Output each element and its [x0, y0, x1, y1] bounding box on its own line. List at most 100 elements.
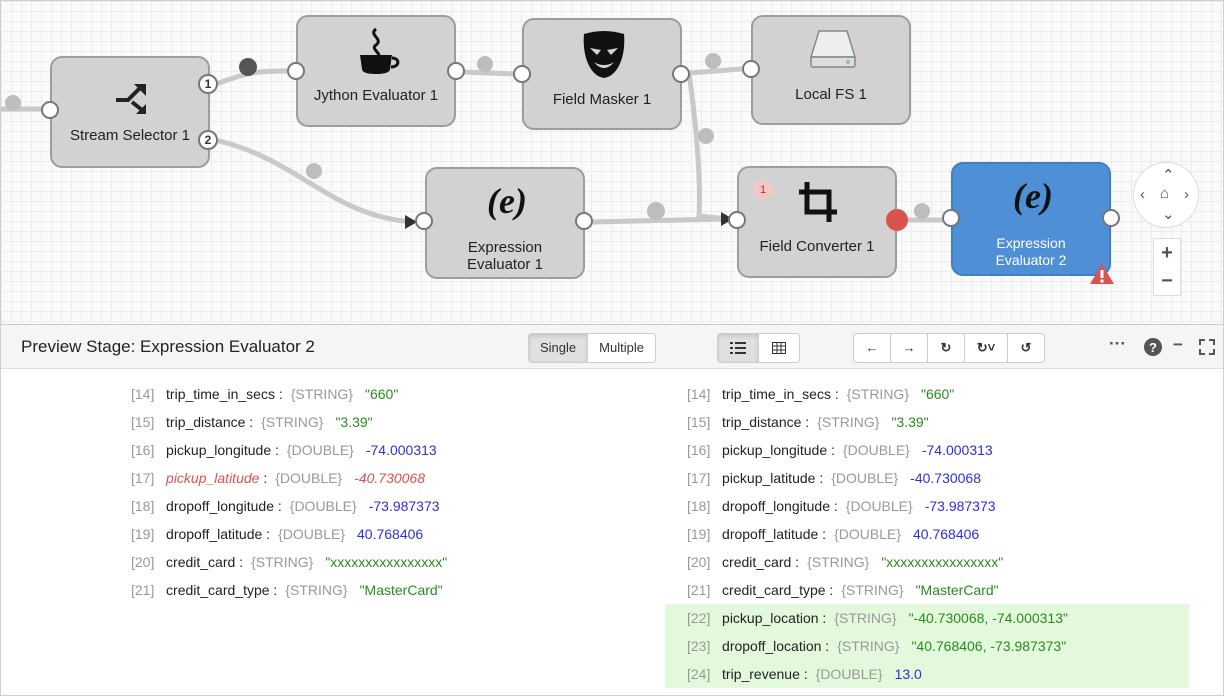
- field-index: [22]: [687, 610, 711, 626]
- table-view-button[interactable]: [759, 334, 799, 362]
- minimize-icon[interactable]: −: [1173, 335, 1183, 354]
- table-icon: [772, 342, 786, 354]
- record-mode-toggle: Single Multiple: [528, 333, 656, 363]
- stage-label-line2: Evaluator 2: [995, 252, 1067, 268]
- field-index: [17]: [131, 470, 155, 486]
- stage-jython-evaluator[interactable]: Jython Evaluator 1: [296, 15, 456, 127]
- input-port[interactable]: [513, 65, 531, 83]
- preview-content: [14] trip_time_in_secs :{STRING}"660" [1…: [1, 369, 1223, 695]
- crop-icon: [799, 182, 837, 222]
- list-view-button[interactable]: [718, 334, 759, 362]
- stage-expression-evaluator-2[interactable]: (e) Expression Evaluator 2: [951, 162, 1111, 276]
- output-port-2[interactable]: 2: [198, 130, 218, 150]
- previous-stage-button[interactable]: ←: [854, 334, 891, 362]
- field-name: credit_card_type :: [166, 582, 278, 598]
- field-value: "xxxxxxxxxxxxxxxx": [325, 554, 448, 570]
- arrow-left-icon: ←: [865, 340, 879, 355]
- field-name: credit_card :: [166, 554, 244, 570]
- output-port[interactable]: [575, 212, 593, 230]
- help-icon[interactable]: ?: [1144, 338, 1162, 356]
- error-output-port[interactable]: [886, 209, 908, 231]
- refresh-options-button[interactable]: ↻˅: [965, 334, 1008, 362]
- field-row: [15] trip_distance :{STRING}"3.39": [131, 408, 373, 436]
- field-value: -74.000313: [365, 442, 437, 458]
- navigation-buttons: ← → ↻ ↻˅ ↺: [853, 333, 1045, 363]
- field-row: [20] credit_card :{STRING}"xxxxxxxxxxxxx…: [687, 548, 1003, 576]
- error-count-badge[interactable]: 1: [753, 180, 773, 200]
- arrow-head-icon: [405, 215, 417, 229]
- pan-down-icon[interactable]: ⌄: [1162, 206, 1175, 223]
- field-name: dropoff_location :: [722, 638, 830, 654]
- field-name: dropoff_latitude :: [722, 526, 827, 542]
- output-port[interactable]: [447, 62, 465, 80]
- input-port[interactable]: [942, 209, 960, 227]
- field-row: [20] credit_card :{STRING}"xxxxxxxxxxxxx…: [131, 548, 447, 576]
- pipeline-links: [1, 53, 946, 229]
- field-type: {DOUBLE}: [834, 526, 902, 542]
- mask-icon: [583, 31, 625, 78]
- pan-up-icon[interactable]: ⌃: [1162, 167, 1175, 184]
- field-row: [21] credit_card_type :{STRING}"MasterCa…: [131, 576, 443, 604]
- output-port[interactable]: [672, 65, 690, 83]
- field-type: {DOUBLE}: [842, 442, 910, 458]
- field-name: trip_time_in_secs :: [722, 386, 839, 402]
- field-value: -40.730068: [354, 470, 425, 486]
- refresh-button[interactable]: ↻: [928, 334, 965, 362]
- field-type: {DOUBLE}: [289, 498, 357, 514]
- field-row: [15] trip_distance :{STRING}"3.39": [687, 408, 929, 436]
- field-value: -74.000313: [921, 442, 993, 458]
- multiple-mode-button[interactable]: Multiple: [599, 340, 644, 355]
- field-row-changed: [17] pickup_latitude :{DOUBLE}-40.730068: [131, 464, 425, 492]
- data-rate-gauge-icon: [914, 203, 930, 219]
- stage-label: Field Converter 1: [759, 238, 875, 255]
- field-name: pickup_longitude :: [166, 442, 279, 458]
- single-mode-button[interactable]: Single: [529, 334, 589, 362]
- input-port[interactable]: [728, 211, 746, 229]
- expand-icon[interactable]: [1199, 339, 1215, 355]
- pipeline-canvas[interactable]: Stream Selector 1 1 2 Jython Evaluator 1…: [1, 1, 1223, 324]
- input-port[interactable]: [415, 212, 433, 230]
- input-port[interactable]: [742, 60, 760, 78]
- stage-label-line1: Expression: [996, 235, 1066, 251]
- link-selector-to-jython: [216, 68, 294, 86]
- home-icon[interactable]: ⌂: [1160, 185, 1170, 202]
- undo-icon: ↺: [1020, 340, 1032, 355]
- output-port[interactable]: [1102, 209, 1120, 227]
- stage-label: Local FS 1: [795, 86, 867, 103]
- warning-icon[interactable]: [1089, 263, 1115, 285]
- stage-local-fs[interactable]: Local FS 1: [751, 15, 911, 125]
- shuffle-icon: [116, 84, 146, 114]
- stage-expression-evaluator-1[interactable]: (e) Expression Evaluator 1: [425, 167, 585, 279]
- stage-stream-selector[interactable]: Stream Selector 1: [50, 56, 210, 168]
- data-rate-gauge-icon: [477, 56, 493, 72]
- input-port[interactable]: [287, 62, 305, 80]
- field-value: "MasterCard": [915, 582, 999, 598]
- refresh-dropdown-icon: ↻˅: [976, 340, 996, 355]
- field-type: {STRING}: [841, 582, 904, 598]
- zoom-out-icon[interactable]: −: [1161, 270, 1173, 292]
- field-value: "660": [365, 386, 399, 402]
- jython-icon: [360, 27, 400, 74]
- field-index: [15]: [131, 414, 155, 430]
- stage-field-converter[interactable]: 1 Field Converter 1: [737, 166, 897, 278]
- pan-left-icon[interactable]: ‹: [1140, 186, 1145, 203]
- zoom-in-icon[interactable]: +: [1161, 242, 1173, 264]
- refresh-icon: ↻: [940, 340, 952, 355]
- next-stage-button[interactable]: →: [891, 334, 928, 362]
- field-type: {STRING}: [251, 554, 314, 570]
- data-rate-gauge-icon: [705, 53, 721, 69]
- field-type: {DOUBLE}: [845, 498, 913, 514]
- input-port[interactable]: [41, 101, 59, 119]
- stage-field-masker[interactable]: Field Masker 1: [522, 18, 682, 130]
- preview-title: Preview Stage: Expression Evaluator 2: [21, 337, 315, 356]
- pan-right-icon[interactable]: ›: [1184, 186, 1189, 203]
- field-row: [16] pickup_longitude :{DOUBLE}-74.00031…: [687, 436, 993, 464]
- more-icon[interactable]: ···: [1109, 334, 1126, 353]
- canvas-pan-control[interactable]: ⌃ ‹ ⌂ › ⌄: [1133, 162, 1199, 228]
- field-index: [17]: [687, 470, 711, 486]
- undo-button[interactable]: ↺: [1008, 334, 1044, 362]
- field-type: {STRING}: [846, 386, 909, 402]
- field-name: pickup_latitude :: [722, 470, 824, 486]
- output-port-1[interactable]: 1: [198, 74, 218, 94]
- field-index: [21]: [131, 582, 155, 598]
